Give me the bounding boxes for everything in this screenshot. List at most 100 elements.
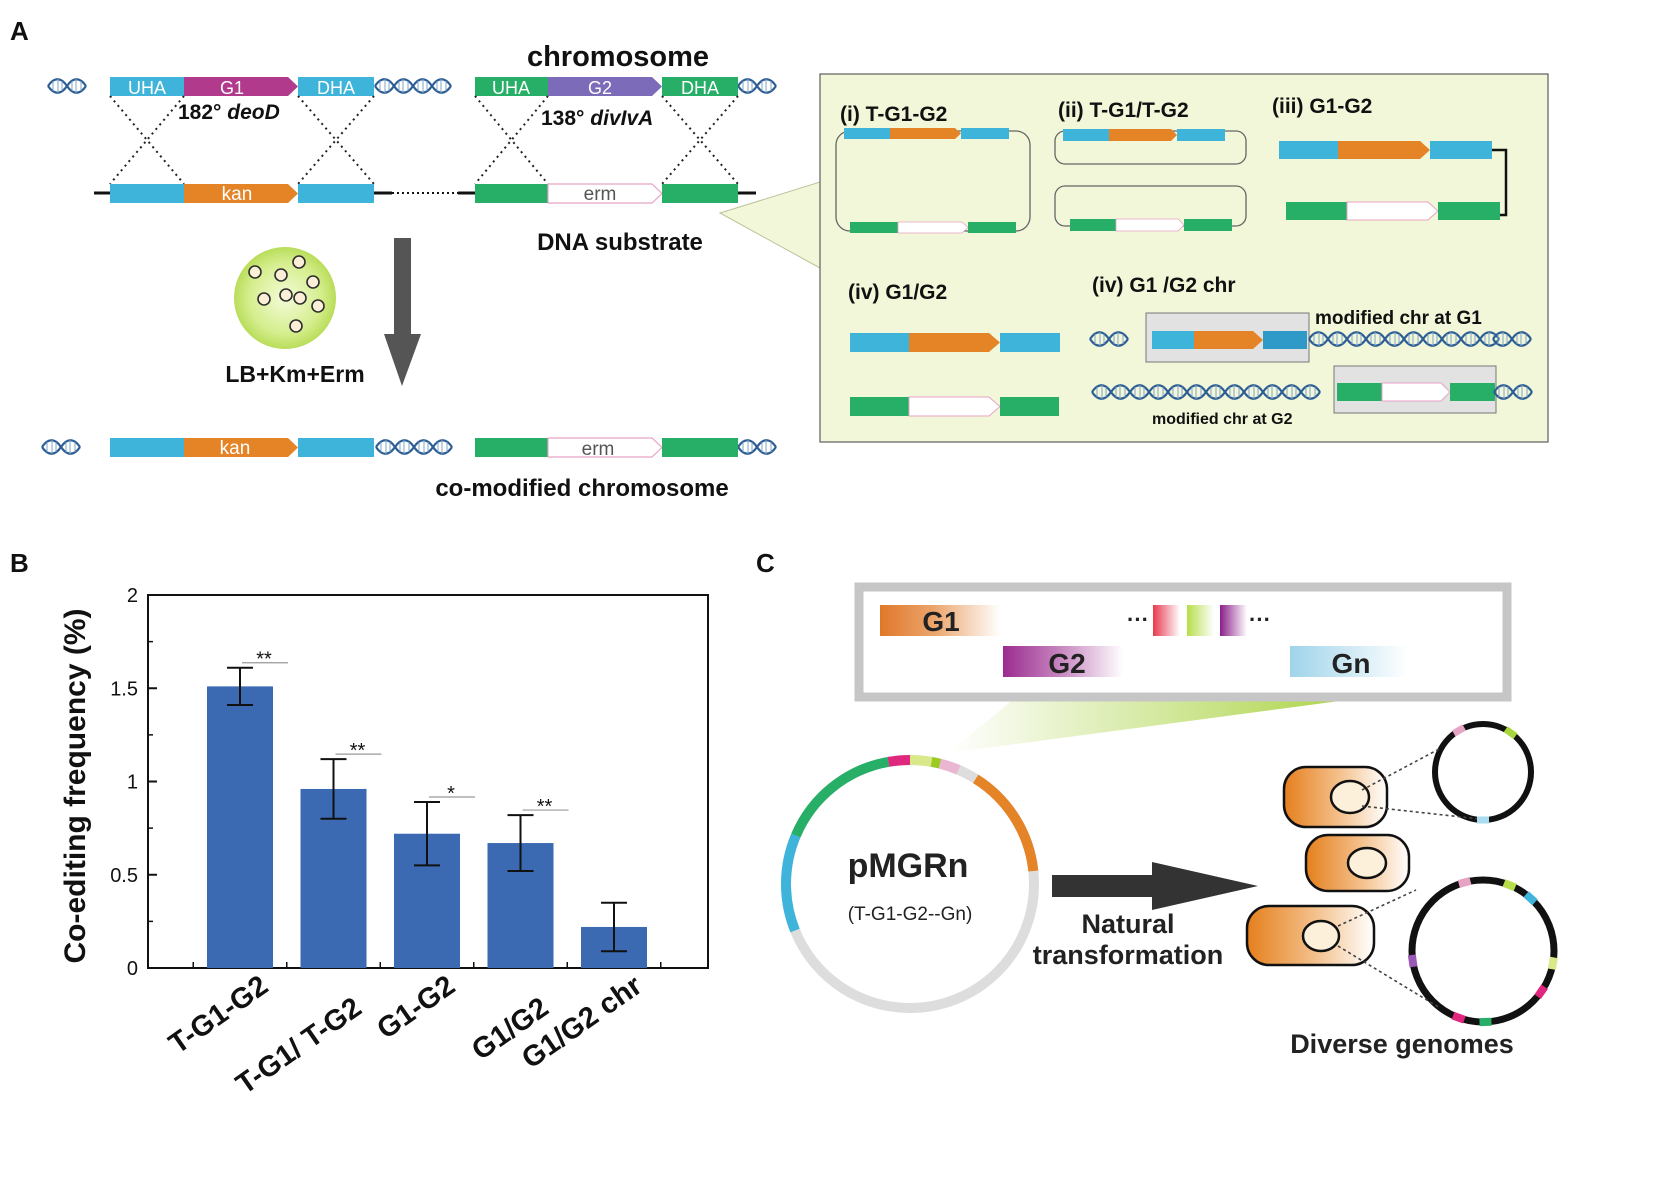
insertion-mark (1503, 726, 1518, 739)
substrate-dha-2 (662, 184, 738, 203)
down-arrow (384, 238, 421, 386)
significance-marker: ** (537, 796, 553, 818)
insertion-mark (1547, 956, 1558, 970)
construct-iii (1279, 141, 1508, 221)
dha-label-2: DHA (681, 78, 719, 98)
plasmid-lime2-arc (930, 756, 942, 769)
g2-gene-segment (548, 77, 662, 96)
modified-chr-g1-label: modified chr at G1 (1315, 308, 1482, 329)
uha-segment-2 (475, 77, 548, 96)
plasmid-subtitle: (T-G1-G2--Gn) (848, 904, 973, 925)
dha-label: DHA (317, 78, 355, 98)
insertion-mark (1457, 877, 1472, 888)
construct-i (835, 128, 1031, 234)
g2-fragment (1003, 646, 1123, 677)
plasmid-blue-arc (781, 833, 801, 933)
kan-label-2: kan (220, 438, 251, 459)
uha-label-2: UHA (492, 78, 530, 98)
y-tick-label: 2 (127, 585, 138, 607)
construct-ii (1054, 129, 1247, 232)
erm-marker-integrated (547, 437, 663, 458)
kan-marker-integrated (184, 438, 298, 457)
colony-plate (234, 247, 336, 349)
insertion-mark (1407, 954, 1418, 968)
co-modified-chromosome-row: kan erm (40, 437, 778, 460)
panel-label-b: B (10, 548, 29, 578)
dha-segment-2 (662, 77, 738, 96)
panel-label-c: C (756, 548, 775, 578)
kan-marker (184, 184, 298, 203)
plasmid-orange-arc (973, 774, 1039, 872)
x-tick-label: G1-G2 (371, 970, 461, 1046)
panel-label-a: A (10, 16, 29, 46)
y-tick-label: 1.5 (110, 678, 138, 700)
medium-label: LB+Km+Erm (225, 361, 364, 387)
arrow-label-2: transformation (1033, 940, 1224, 970)
bars-group: ******* (207, 649, 647, 968)
bar (207, 686, 273, 968)
plasmid-name: pMGRn (848, 847, 969, 885)
erm-label: erm (584, 184, 617, 205)
plasmid-magenta-arc (887, 755, 911, 767)
chromosome-row: UHA G1 DHA UHA G2 DHA (46, 77, 778, 98)
inset-title-ii: (ii) T-G1/T-G2 (1058, 99, 1189, 122)
y-tick-label: 0 (127, 958, 138, 980)
g1-fragment (880, 605, 1000, 636)
plasmid-pink-arc (938, 758, 961, 775)
modified-chr-g2-label: modified chr at G2 (1152, 411, 1293, 428)
g1-label: G1 (220, 78, 244, 98)
y-tick-label: 0.5 (110, 865, 138, 887)
inset-title-iv: (iv) G1/G2 (848, 281, 947, 304)
substrate-uha (110, 184, 184, 203)
plasmid: pMGRn (T-G1-G2--Gn) (781, 755, 1039, 1013)
transformation-arrow (1052, 862, 1258, 910)
ellipsis-right: ··· (1249, 607, 1271, 632)
insertion-mark (1534, 984, 1548, 999)
chromosome-title: chromosome (527, 41, 709, 73)
substrate-dha (298, 184, 374, 203)
x-tick-label: T-G1-G2 (163, 970, 274, 1061)
locus2-label: 138° divIvA (541, 107, 653, 130)
inset-title-iii: (iii) G1-G2 (1272, 95, 1372, 118)
y-axis-label: Co-editing frequency (%) (59, 608, 92, 963)
genome-insertion-marks (1407, 724, 1558, 1027)
co-modified-title: co-modified chromosome (435, 475, 728, 502)
gn-fragment (1290, 646, 1408, 677)
dna-substrate-title: DNA substrate (537, 229, 703, 256)
uha-label: UHA (128, 78, 166, 98)
g2-fragment-label: G2 (1048, 648, 1085, 679)
insertion-mark (1523, 891, 1538, 906)
erm-label-2: erm (582, 439, 615, 460)
construct-chr (1088, 312, 1534, 414)
dna-substrate-row: kan erm (94, 183, 756, 205)
insertion-mark (1452, 724, 1466, 737)
plasmid-lime-arc (909, 755, 933, 767)
y-axis-ticks: 0 0.5 1 1.5 2 (110, 585, 157, 980)
plasmid-green-arc (791, 756, 890, 838)
construct-iv (850, 333, 1060, 417)
crossover-lines (109, 95, 739, 185)
significance-marker: ** (256, 649, 272, 671)
inset-title-i: (i) T-G1-G2 (840, 103, 947, 126)
y-tick-label: 1 (127, 772, 138, 794)
library-funnel (948, 698, 1362, 753)
erm-marker (547, 183, 663, 204)
ellipsis-left: ··· (1127, 607, 1149, 632)
insertion-mark (1451, 1011, 1466, 1024)
g1-fragment-label: G1 (922, 606, 959, 637)
significance-marker: ** (350, 740, 366, 762)
uha-segment (110, 77, 184, 96)
substrate-uha-2 (475, 184, 548, 203)
arrow-label-1: Natural (1081, 909, 1174, 939)
insertion-mark (1502, 879, 1517, 892)
g1-gene-segment (184, 77, 298, 96)
locus1-label: 182° deoD (178, 101, 280, 124)
kan-label: kan (222, 184, 253, 205)
g2-label: G2 (588, 78, 612, 98)
gn-fragment-label: Gn (1332, 648, 1371, 679)
inset-title-v: (iv) G1 /G2 chr (1092, 274, 1236, 297)
gene-library: G1 G2 Gn ··· ··· (854, 582, 1512, 753)
